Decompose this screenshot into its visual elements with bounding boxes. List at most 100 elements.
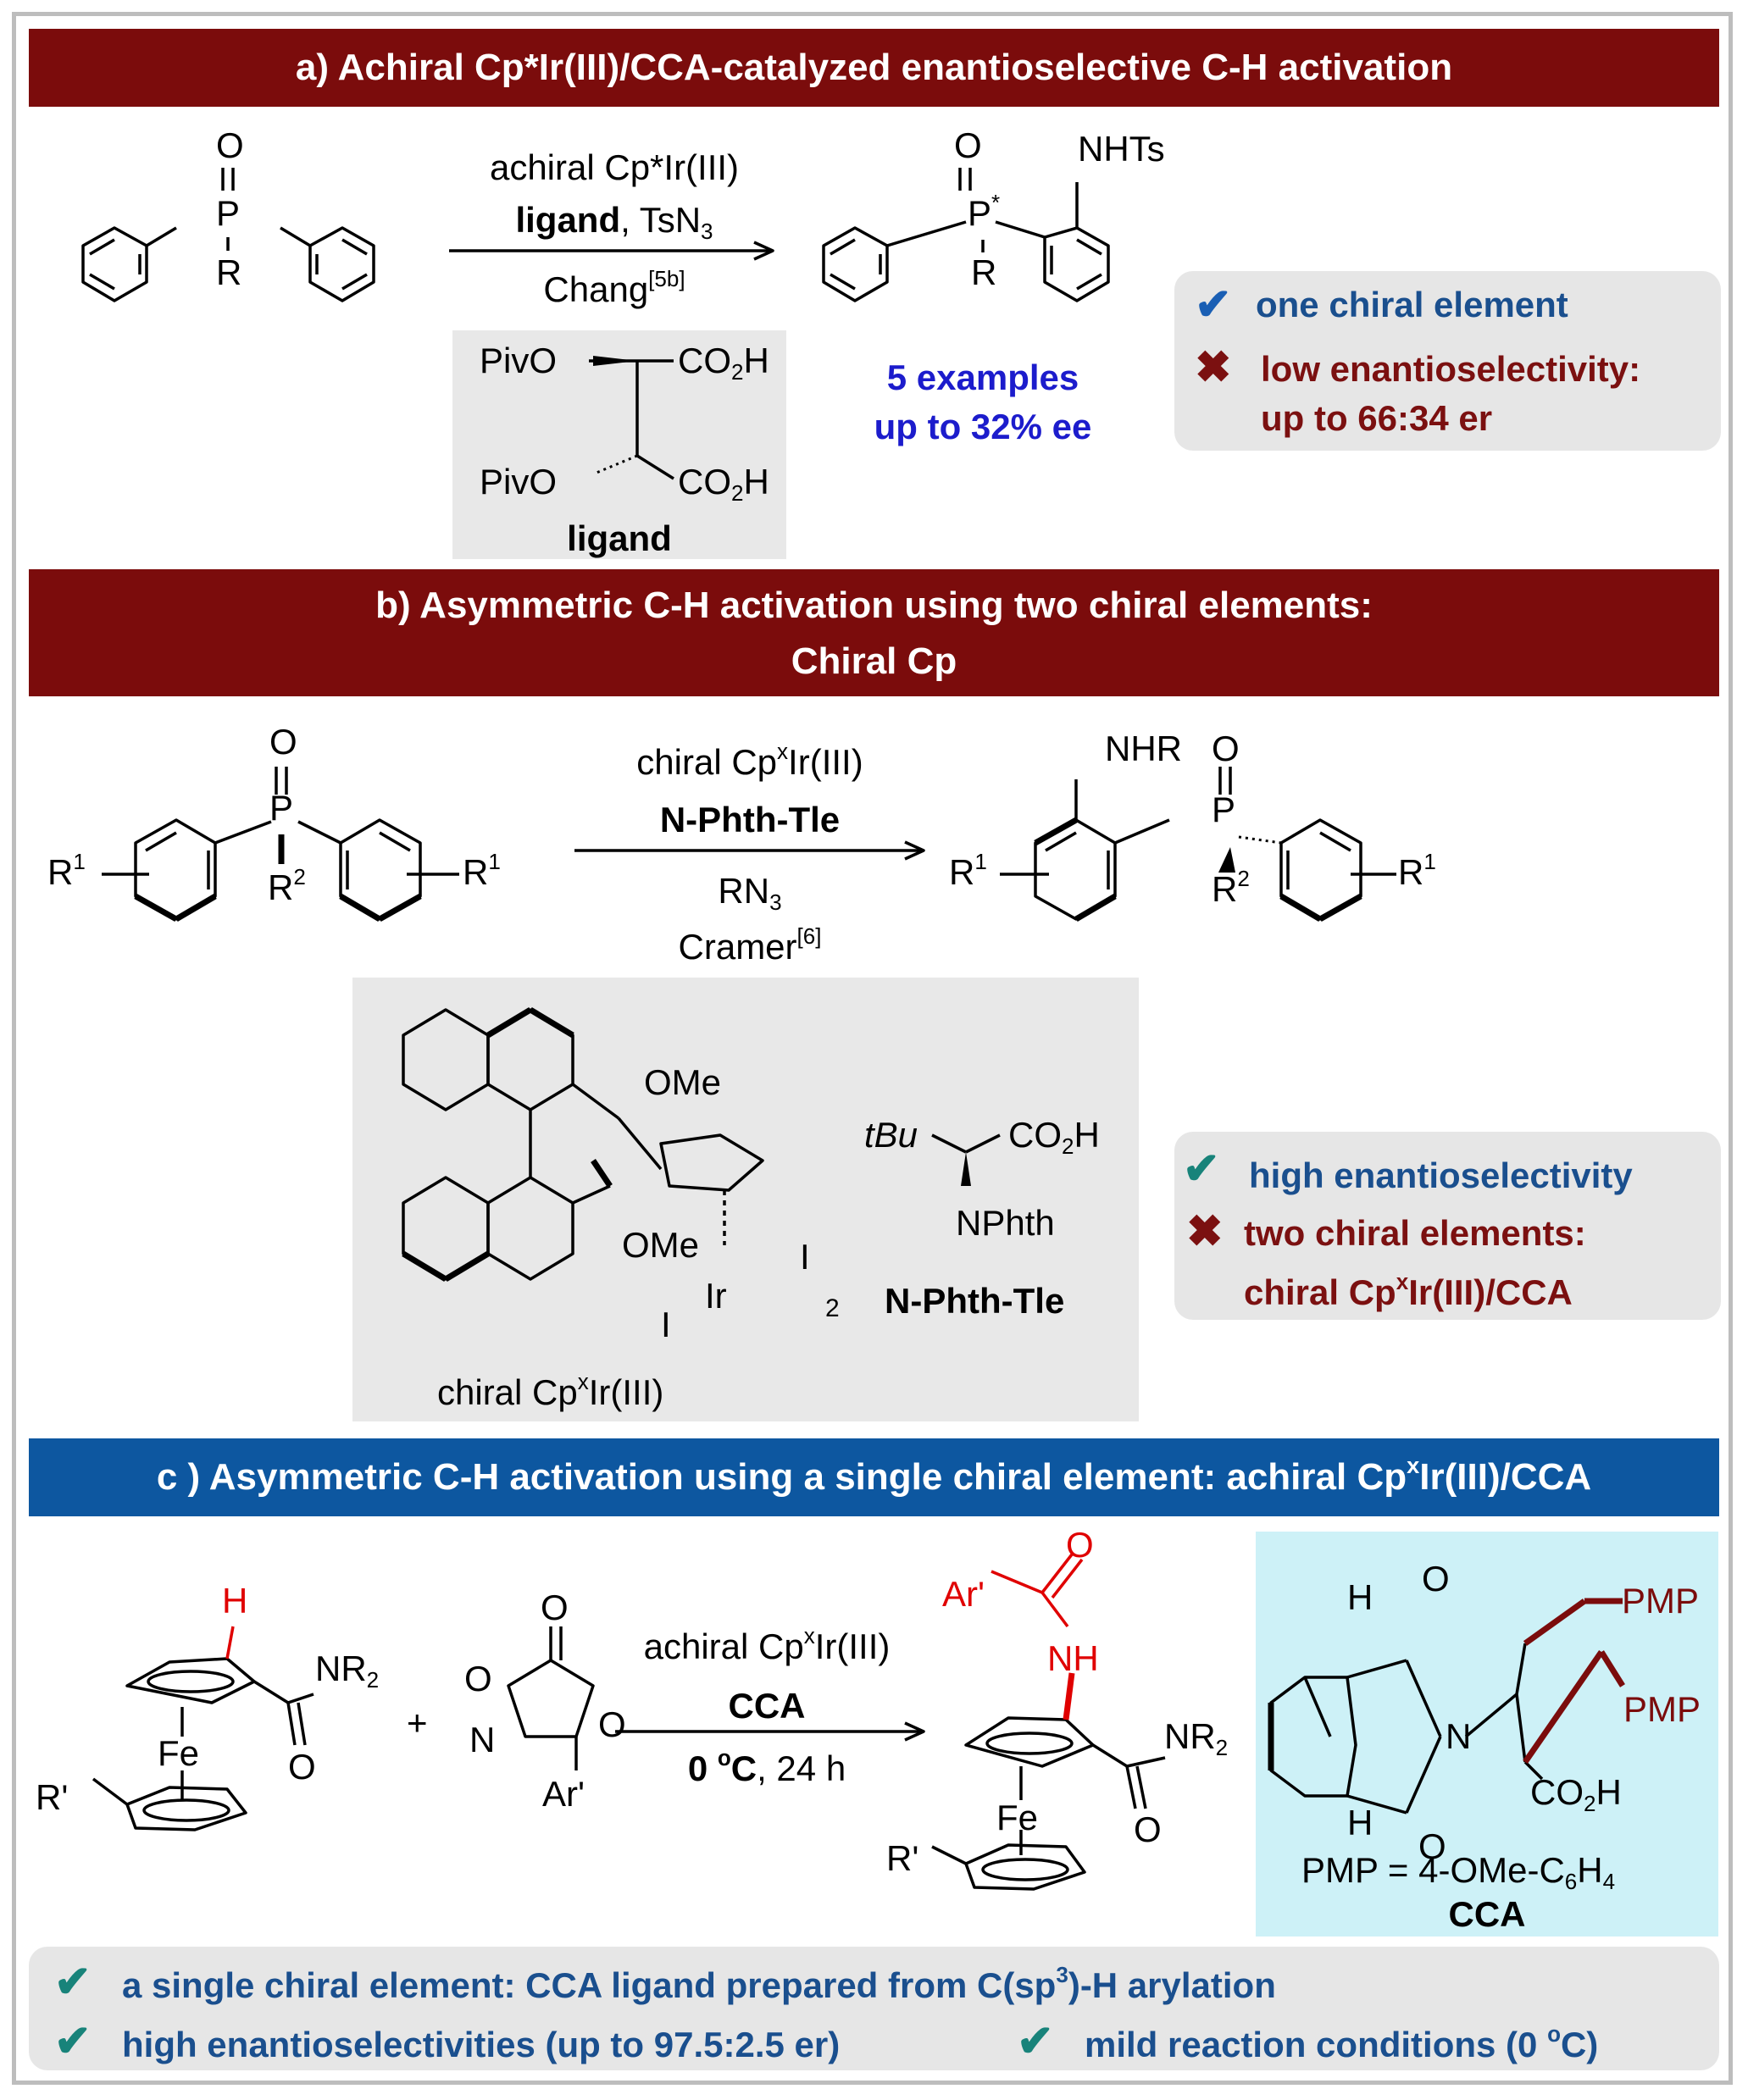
sm-b-phosphorus: P	[269, 788, 294, 828]
ligand-pivo-top: PivO	[480, 341, 558, 380]
tle-label: N-Phth-Tle	[885, 1281, 1065, 1321]
panel-b-reagent-line2: N-Phth-Tle	[659, 800, 841, 839]
sm-a-phosphorus: P	[216, 193, 241, 233]
panel-b-reagent-line3: RN3	[718, 871, 782, 915]
panel-b-con-line2: chiral CpxIr(III)/CCA	[1244, 1268, 1573, 1312]
cca-co2h: CO2H	[1530, 1772, 1622, 1816]
panel-b-summary-box	[1174, 1132, 1721, 1320]
panel-a-con-line2: up to 66:34 er	[1261, 398, 1493, 438]
check-icon: ✔	[1017, 2017, 1054, 2066]
prod-c-iron: Fe	[996, 1798, 1039, 1837]
catalyst-ome-top: OMe	[644, 1062, 722, 1102]
tle-tbu: tBu	[864, 1115, 918, 1155]
dioxazolone-nitrogen: N	[469, 1720, 496, 1759]
prod-a-phosphorus: P*	[968, 189, 1001, 233]
tle-nphth: NPhth	[956, 1203, 1055, 1243]
cca-o-bottom: O	[1418, 1826, 1446, 1866]
plus-sign: +	[407, 1703, 428, 1743]
sm-b-oxygen: O	[269, 722, 297, 762]
dioxazolone-ring-o2: O	[598, 1704, 626, 1744]
check-icon: ✔	[54, 2017, 92, 2066]
ligand-label: ligand	[567, 518, 672, 558]
check-icon: ✔	[1183, 1144, 1220, 1194]
pmp-definition: PMP = 4-OMe-C6H4	[1301, 1850, 1616, 1894]
ligand-co2h-top: CO2H	[678, 341, 769, 385]
sm-c-iron: Fe	[158, 1733, 200, 1773]
panel-a-reference: Chang[5b]	[543, 265, 685, 309]
ligand-pivo-bottom: PivO	[480, 462, 558, 501]
panel-b-reference: Cramer[6]	[678, 923, 822, 967]
sm-b-r2: R2	[268, 863, 306, 907]
sm-a-oxygen: O	[216, 125, 244, 165]
panel-b-pro: high enantioselectivity	[1249, 1155, 1633, 1195]
cca-box	[1256, 1532, 1718, 1937]
prod-a-nhts: NHTs	[1078, 129, 1165, 169]
prod-c-oxygen: O	[1134, 1809, 1162, 1849]
panel-b-reagent-line1: chiral CpxIr(III)	[636, 738, 863, 782]
panel-a-title: a) Achiral Cp*Ir(III)/CCA-catalyzed enan…	[29, 29, 1719, 107]
catalyst-label: chiral CpxIr(III)	[437, 1368, 664, 1412]
panel-c-bullet-3: mild reaction conditions (0 oC)	[1085, 2020, 1599, 2064]
dioxazolone-carbonyl-o: O	[541, 1587, 569, 1627]
cca-h-bottom: H	[1347, 1803, 1373, 1842]
prod-c-nh: NH	[1047, 1638, 1099, 1678]
cross-icon: ✖	[1195, 343, 1232, 392]
ligand-co2h-bottom: CO2H	[678, 462, 769, 506]
panel-c-bullet-2: high enantioselectivities (up to 97.5:2.…	[122, 2025, 841, 2064]
sm-b-r1-left: R1	[47, 848, 86, 892]
check-icon: ✔	[1195, 280, 1232, 330]
tle-co2h: CO2H	[1008, 1115, 1100, 1159]
cca-pmp-top: PMP	[1622, 1581, 1700, 1621]
prod-a-r-group: R	[971, 252, 997, 292]
panel-a-pro: one chiral element	[1256, 285, 1568, 324]
panel-a-reagent-line1: achiral Cp*Ir(III)	[489, 147, 740, 187]
panel-c-title: c ) Asymmetric C-H activation using a si…	[29, 1438, 1719, 1516]
catalyst-ome-bottom: OMe	[622, 1225, 700, 1265]
panel-b-title-line1: b) Asymmetric C-H activation using two c…	[375, 585, 1373, 626]
prod-b-nhr: NHR	[1105, 729, 1182, 768]
panel-c-reagent-line1: achiral CpxIr(III)	[643, 1622, 891, 1666]
prod-c-nr2: NR2	[1164, 1716, 1229, 1760]
prod-b-oxygen: O	[1212, 729, 1240, 768]
cca-h-top: H	[1347, 1577, 1373, 1617]
panel-c-reagent-line3: 0 oC, 24 h	[687, 1744, 846, 1788]
catalyst-iridium: Ir	[705, 1276, 727, 1316]
cross-icon: ✖	[1186, 1207, 1224, 1256]
prod-c-carbonyl-o: O	[1066, 1525, 1094, 1565]
sm-a-r-group: R	[216, 252, 242, 292]
dioxazolone-ar: Ar'	[542, 1774, 585, 1814]
panel-b-con-line1: two chiral elements:	[1244, 1213, 1586, 1253]
prod-a-oxygen: O	[954, 125, 982, 165]
catalyst-iodide-2: I	[661, 1305, 671, 1344]
panel-a-summary-box	[1174, 271, 1721, 451]
figure-frame	[12, 12, 1733, 2085]
panel-c-bullet-1: a single chiral element: CCA ligand prep…	[122, 1961, 1276, 2005]
sm-b-r1-right: R1	[463, 848, 501, 892]
catalyst-dimer-count: 2	[825, 1294, 840, 1322]
prod-b-r1-left: R1	[949, 848, 987, 892]
panel-a-examples: 5 examples	[886, 357, 1079, 397]
panel-b-title: b) Asymmetric C-H activation using two c…	[29, 569, 1719, 794]
panel-a-ee: up to 32% ee	[874, 407, 1092, 446]
dioxazolone-ring-o1: O	[464, 1659, 492, 1698]
prod-b-phosphorus: P	[1212, 790, 1236, 829]
cca-o-top: O	[1422, 1559, 1450, 1599]
panel-a-reagent-line2: ligand, TsN3	[515, 200, 713, 244]
sm-c-oxygen: O	[288, 1747, 316, 1787]
cca-nitrogen: N	[1446, 1716, 1472, 1756]
check-icon: ✔	[54, 1958, 92, 2007]
panel-c-summary-box	[29, 1947, 1719, 2070]
sm-c-nr2: NR2	[315, 1648, 380, 1693]
panel-c-reagent-line2: CCA	[728, 1686, 806, 1726]
prod-c-ar: Ar'	[942, 1574, 985, 1614]
panel-a-con-line1: low enantioselectivity:	[1261, 349, 1641, 389]
sm-c-hydrogen: H	[222, 1581, 248, 1621]
cca-pmp-bottom: PMP	[1623, 1689, 1701, 1729]
prod-c-rprime: R'	[886, 1838, 919, 1878]
cca-label: CCA	[1448, 1894, 1526, 1934]
ligand-box	[452, 330, 786, 559]
